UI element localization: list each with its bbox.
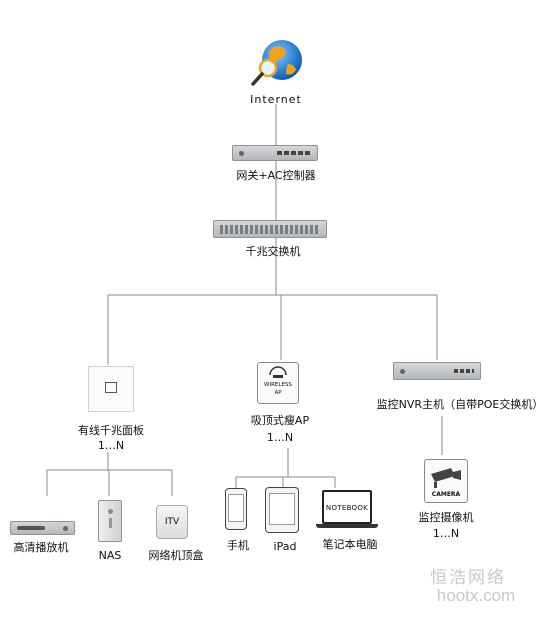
watermark-line-1: 恒浩网络	[430, 568, 506, 587]
hd-player-device	[10, 521, 75, 535]
laptop-base	[316, 524, 378, 528]
ipad-label: iPad	[273, 540, 297, 553]
wall-panel-icon	[88, 366, 134, 412]
internet-globe-icon	[250, 38, 310, 88]
phone-label: 手机	[227, 539, 249, 552]
watermark-line-2: hootx.com	[436, 586, 516, 605]
ap-label: 吸顶式瘦AP	[250, 414, 310, 427]
ap-icon-text-1: WIRELESS	[264, 382, 292, 388]
laptop-icon: NOTEBOOK	[322, 490, 372, 524]
ap-multiplicity: 1…N	[266, 431, 294, 444]
phone-icon	[225, 488, 247, 530]
camera-multiplicity: 1…N	[432, 527, 460, 540]
stb-label: 网络机顶盒	[148, 549, 204, 562]
laptop-screen-text: NOTEBOOK	[325, 504, 369, 512]
gateway-device	[232, 145, 318, 161]
nvr-label: 监控NVR主机（自带POE交换机）	[376, 398, 544, 411]
internet-label: Internet	[250, 93, 302, 106]
ap-icon-text-2: AP	[274, 390, 282, 396]
switch-label: 千兆交换机	[245, 245, 301, 258]
laptop-label: 笔记本电脑	[322, 538, 378, 551]
nas-label: NAS	[98, 549, 122, 562]
ipad-icon	[265, 487, 299, 533]
set-top-box-icon: ITV	[156, 505, 188, 539]
camera-icon: CAMERA	[424, 459, 468, 503]
switch-device	[213, 220, 327, 238]
stb-icon-text: ITV	[164, 517, 180, 527]
nvr-device	[393, 362, 481, 380]
camera-icon-text: CAMERA	[431, 491, 461, 498]
wall-panel-label: 有线千兆面板	[78, 424, 144, 437]
wireless-ap-icon: WIRELESS AP	[257, 362, 299, 404]
hd-player-label: 高清播放机	[13, 541, 69, 554]
nas-device	[98, 500, 122, 542]
gateway-label: 网关+AC控制器	[236, 169, 316, 182]
wall-panel-multiplicity: 1…N	[97, 439, 125, 452]
camera-label: 监控摄像机	[418, 511, 474, 524]
